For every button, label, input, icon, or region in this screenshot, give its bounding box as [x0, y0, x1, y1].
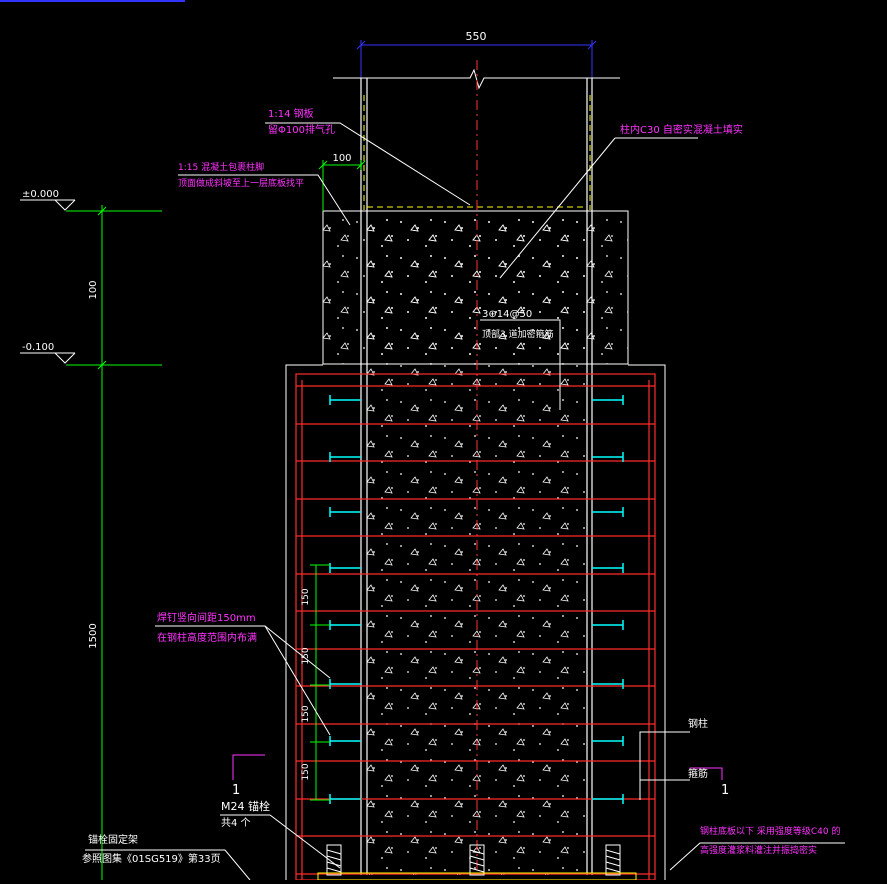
spacing-label-2: 150 [301, 647, 311, 664]
top-edge-marker [0, 0, 185, 2]
section-mark-left [232, 754, 265, 780]
note-encasement: 1:15 混凝土包裹柱脚 [178, 161, 264, 173]
foundation-outline [285, 364, 666, 880]
spacing-label-1: 150 [301, 588, 311, 605]
note-bolt-frame-ref: 参照图集《01SG519》第33页 [82, 852, 221, 865]
height-upper-label: 100 [88, 280, 99, 299]
offset-label: 100 [332, 153, 351, 164]
level-marker-zero [20, 199, 76, 211]
top-width-label: 550 [466, 30, 487, 43]
section-mark-right [690, 767, 723, 780]
shear-studs [329, 395, 624, 804]
note-bolt-frame: 锚栓固定架 [88, 833, 138, 846]
note-anchor-count: 共4 个 [221, 817, 251, 829]
note-vent-hole: 留Φ100排气孔 [268, 123, 335, 136]
offset-dimension [318, 160, 366, 211]
break-line [333, 68, 620, 90]
note-grout-1: 钢柱底板以下 采用强度等级C40 的 [700, 825, 840, 837]
note-anchor-bolt: M24 锚栓 [221, 799, 270, 813]
level-marker-minus [20, 352, 76, 364]
spacing-label-3: 150 [301, 705, 311, 722]
top-width-dimension [356, 40, 597, 78]
anchor-bolts [326, 844, 621, 876]
leader-lines [85, 122, 845, 881]
note-rebar-detail: 顶部3 道加密箍筋 [482, 328, 554, 340]
section-mark-left-label: 1 [232, 783, 240, 798]
height-main-label: 1500 [88, 623, 99, 648]
note-stud-range: 在钢柱高度范围内布满 [157, 631, 257, 644]
yellow-dashed-lines [363, 95, 591, 210]
note-infill-concrete: 柱内C30 自密实混凝土填实 [620, 123, 743, 136]
note-grout-2: 高强度灌浆料灌注并振捣密实 [700, 844, 817, 856]
section-mark-right-label: 1 [721, 783, 729, 798]
stud-spacing-dimension [310, 564, 330, 801]
note-slope: 顶面做成斜坡至上一层底板找平 [178, 177, 304, 189]
note-stud-spacing: 焊钉竖向间距150mm [157, 611, 256, 624]
left-height-dimension [66, 205, 162, 880]
label-steel-column: 钢柱 [688, 717, 708, 730]
note-steel-plate: 1:14 钢板 [268, 107, 314, 120]
level-zero-label: ±0.000 [22, 189, 59, 200]
level-minus-label: -0.100 [22, 342, 54, 353]
note-rebar-spec: 3⊕14@50 [482, 309, 532, 320]
label-stirrup: 箍筋 [688, 767, 708, 780]
spacing-label-4: 150 [301, 763, 311, 780]
